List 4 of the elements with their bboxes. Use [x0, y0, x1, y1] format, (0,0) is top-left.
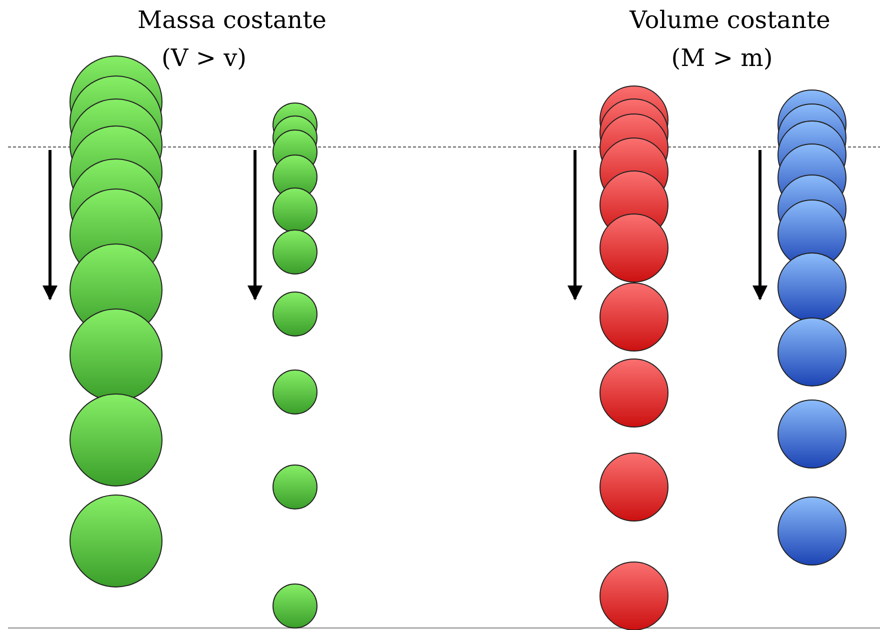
condition-label: (M > m) [671, 44, 773, 72]
group-heading: Massa costante [138, 6, 326, 34]
group-heading: Volume costante [630, 6, 830, 34]
condition-label: (V > v) [162, 44, 246, 72]
